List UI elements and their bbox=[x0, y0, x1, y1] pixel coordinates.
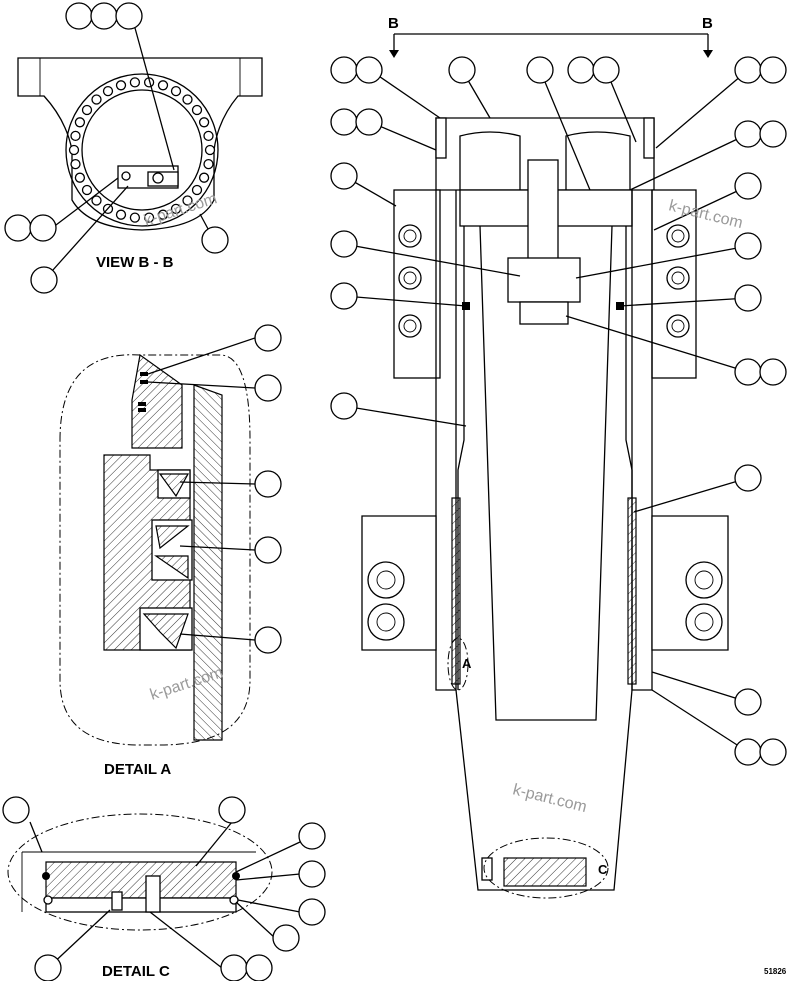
callout-balloon bbox=[218, 796, 246, 824]
callout-balloon bbox=[254, 536, 282, 564]
bolt-hole bbox=[157, 80, 169, 91]
bolt-hole bbox=[74, 117, 86, 128]
callout-balloon bbox=[734, 358, 762, 386]
bolt-hole bbox=[170, 203, 182, 215]
callout-balloon bbox=[65, 2, 93, 30]
callout-balloon bbox=[298, 898, 326, 926]
callout-balloon bbox=[254, 626, 282, 654]
callout-balloon bbox=[355, 108, 383, 136]
view-bb-group bbox=[17, 57, 263, 231]
callout-balloon bbox=[759, 56, 787, 84]
bolt-hole bbox=[203, 158, 214, 170]
callout-balloon bbox=[448, 56, 476, 84]
bolt-hole bbox=[129, 77, 141, 88]
bolt-hole bbox=[170, 85, 182, 97]
callout-balloon bbox=[254, 470, 282, 498]
detail-c-title: DETAIL C bbox=[102, 963, 170, 980]
bolt-hole bbox=[68, 144, 80, 156]
callout-balloon bbox=[567, 56, 595, 84]
callout-balloon bbox=[330, 282, 358, 310]
section-line-bb bbox=[389, 33, 713, 58]
view-bb-callouts bbox=[4, 2, 229, 294]
callout-balloon bbox=[526, 56, 554, 84]
callout-balloon bbox=[2, 796, 30, 824]
callout-balloon bbox=[298, 860, 326, 888]
main-callouts bbox=[330, 56, 787, 766]
detail-c-group bbox=[7, 813, 273, 931]
detail-a-marker: A bbox=[462, 656, 472, 671]
bolt-hole bbox=[143, 212, 155, 223]
bolt-hole bbox=[115, 209, 127, 220]
callout-balloon bbox=[759, 738, 787, 766]
callout-balloon bbox=[330, 56, 358, 84]
drawing-number: 51826 bbox=[764, 967, 787, 976]
callout-balloon bbox=[254, 374, 282, 402]
bolt-hole bbox=[191, 184, 203, 196]
bolt-hole bbox=[115, 80, 127, 91]
detail-a-group bbox=[59, 353, 251, 746]
bolt-hole bbox=[198, 172, 210, 183]
callout-balloon bbox=[330, 230, 358, 258]
callout-balloon bbox=[355, 56, 383, 84]
callout-balloon bbox=[30, 266, 58, 294]
bolt-hole bbox=[198, 117, 210, 128]
bolt-ring bbox=[68, 77, 216, 223]
detail-a-callouts bbox=[147, 324, 282, 654]
bolt-hole bbox=[70, 130, 81, 142]
callout-balloon bbox=[34, 954, 62, 981]
callout-balloon bbox=[272, 924, 300, 952]
bolt-hole bbox=[74, 172, 86, 183]
section-label-b-right: B bbox=[702, 15, 713, 32]
callout-balloon bbox=[29, 214, 57, 242]
callout-balloon bbox=[734, 738, 762, 766]
callout-balloon bbox=[90, 2, 118, 30]
bolt-hole bbox=[191, 104, 203, 116]
callout-balloon bbox=[220, 954, 248, 981]
callout-balloon bbox=[592, 56, 620, 84]
callout-balloon bbox=[734, 172, 762, 200]
bolt-hole bbox=[182, 94, 193, 105]
callout-balloon bbox=[4, 214, 32, 242]
view-bb-title: VIEW B - B bbox=[96, 254, 174, 271]
bolt-hole bbox=[91, 195, 102, 206]
callout-balloon bbox=[734, 232, 762, 260]
callout-balloon bbox=[734, 688, 762, 716]
bolt-hole bbox=[81, 104, 93, 116]
bolt-hole bbox=[203, 130, 214, 142]
callout-balloon bbox=[254, 324, 282, 352]
callout-balloon bbox=[201, 226, 229, 254]
cylinder-body bbox=[361, 117, 729, 899]
watermark: k-part.com bbox=[511, 781, 588, 816]
section-label-b-left: B bbox=[388, 15, 399, 32]
callout-balloon bbox=[330, 162, 358, 190]
bolt-hole bbox=[102, 85, 114, 97]
callout-balloon bbox=[330, 392, 358, 420]
callout-balloon bbox=[330, 108, 358, 136]
detail-c-marker: C bbox=[598, 862, 608, 877]
callout-balloon bbox=[115, 2, 143, 30]
bolt-hole bbox=[157, 209, 169, 220]
bolt-hole bbox=[81, 184, 93, 196]
detail-c-callouts bbox=[2, 796, 326, 981]
callout-balloon bbox=[759, 120, 787, 148]
callout-balloon bbox=[298, 822, 326, 850]
bolt-hole bbox=[70, 158, 81, 170]
callout-balloon bbox=[734, 56, 762, 84]
bolt-hole bbox=[91, 94, 102, 105]
callout-balloon bbox=[759, 358, 787, 386]
callout-balloon bbox=[245, 954, 273, 981]
bolt-hole bbox=[204, 144, 216, 156]
bolt-hole bbox=[182, 195, 193, 206]
callout-balloon bbox=[734, 464, 762, 492]
callout-balloon bbox=[734, 120, 762, 148]
callout-balloon bbox=[734, 284, 762, 312]
bolt-hole bbox=[129, 212, 141, 223]
detail-a-title: DETAIL A bbox=[104, 761, 171, 778]
